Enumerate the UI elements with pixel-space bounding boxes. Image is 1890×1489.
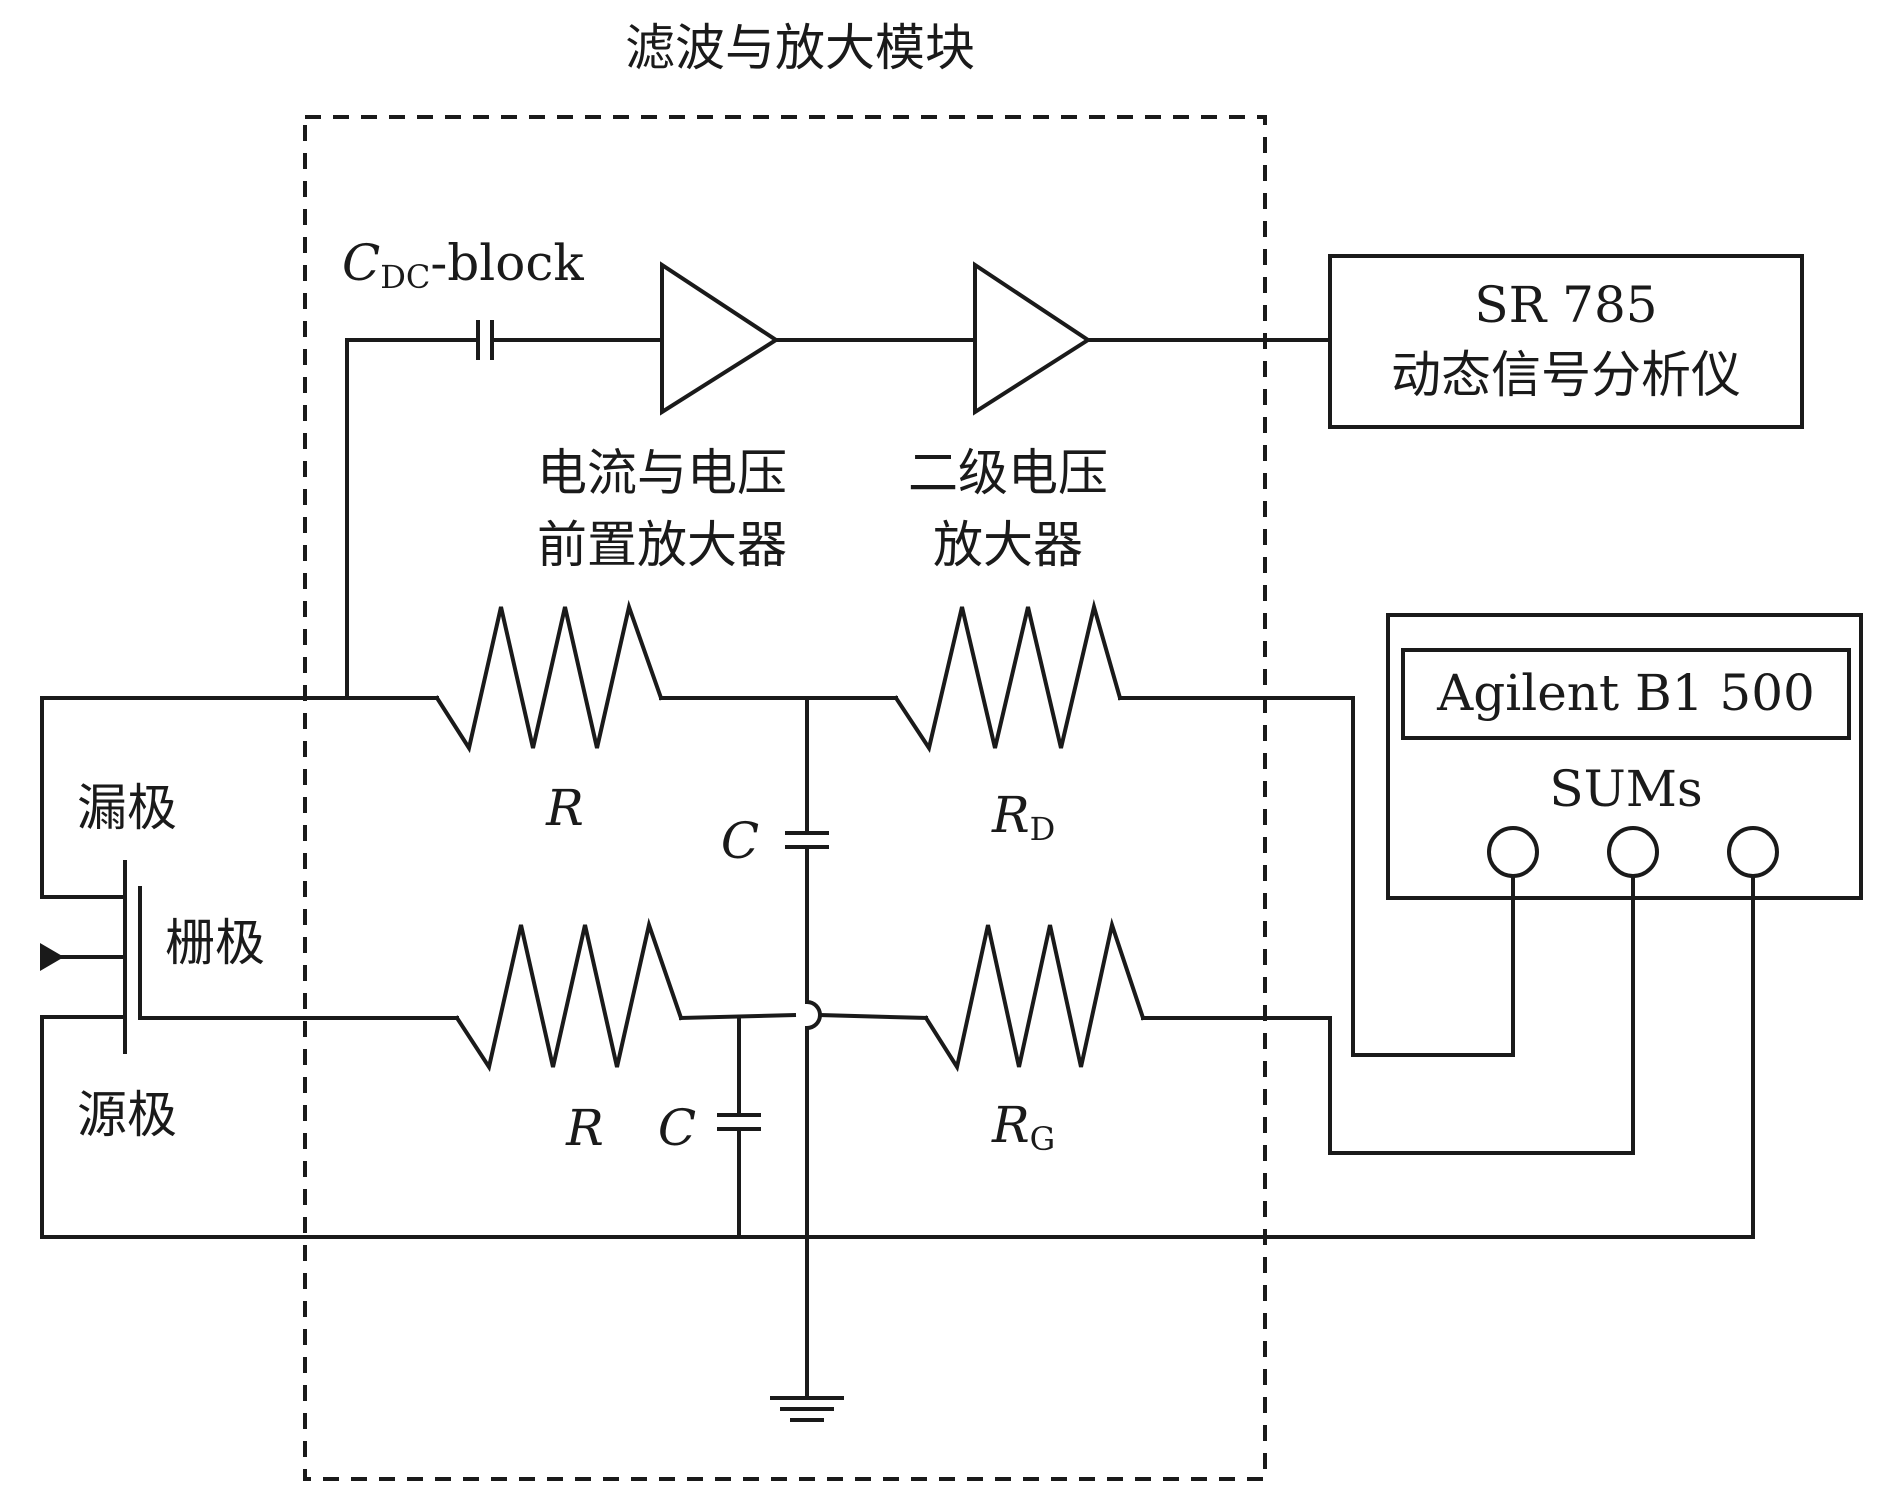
source-label: 源极 — [77, 1086, 177, 1144]
preamp-label-line2: 前置放大器 — [537, 516, 787, 574]
capacitor-c-bottom — [717, 1015, 761, 1239]
second-amp-label-line1: 二级电压 — [908, 444, 1108, 502]
resistor-rg — [923, 917, 1146, 1073]
capacitor-c-top — [785, 696, 829, 1400]
filter-amp-module-boundary — [303, 115, 1267, 1481]
agilent-sums-label: SUMs — [1549, 760, 1702, 818]
drain-line — [40, 599, 1515, 1057]
resistor-rg-label: RG — [991, 1096, 1055, 1158]
sr785-box — [1328, 254, 1804, 429]
drain-label: 漏极 — [77, 779, 177, 837]
capacitor-c-top-label: C — [721, 812, 759, 870]
gate-arrow-icon — [40, 943, 64, 971]
agilent-name: Agilent B1 500 — [1436, 664, 1815, 722]
gate-line — [138, 876, 1635, 1155]
resistor-rd — [893, 599, 1123, 753]
resistor-rd-label: RD — [991, 786, 1055, 848]
resistor-r-top — [434, 599, 664, 754]
agilent-name-box — [1401, 648, 1851, 740]
second-amp-label-line2: 放大器 — [933, 516, 1083, 574]
sr785-label-line1: SR 785 — [1474, 276, 1657, 334]
resistor-r-bottom-label: R — [565, 1099, 604, 1157]
module-title: 滤波与放大模块 — [625, 19, 975, 77]
resistor-r-top-label: R — [545, 779, 584, 837]
second-amp-triangle — [973, 261, 1092, 416]
source-line — [40, 876, 1755, 1239]
sum-port-1 — [1487, 826, 1539, 878]
transistor-icon — [40, 860, 142, 1054]
sum-port-2 — [1607, 826, 1659, 878]
dc-block-label: CDC-block — [342, 234, 584, 296]
sr785-label-line2: 动态信号分析仪 — [1391, 346, 1741, 404]
gate-label: 栅极 — [165, 914, 265, 972]
sum-port-3 — [1727, 826, 1779, 878]
preamp-triangle — [660, 261, 780, 416]
signal-path — [345, 320, 1332, 699]
capacitor-c-bottom-label: C — [658, 1099, 696, 1157]
resistor-r-bottom — [454, 917, 684, 1073]
agilent-box — [1386, 613, 1863, 900]
preamp-label-line1: 电流与电压 — [537, 444, 787, 502]
ground-icon — [770, 1396, 844, 1422]
